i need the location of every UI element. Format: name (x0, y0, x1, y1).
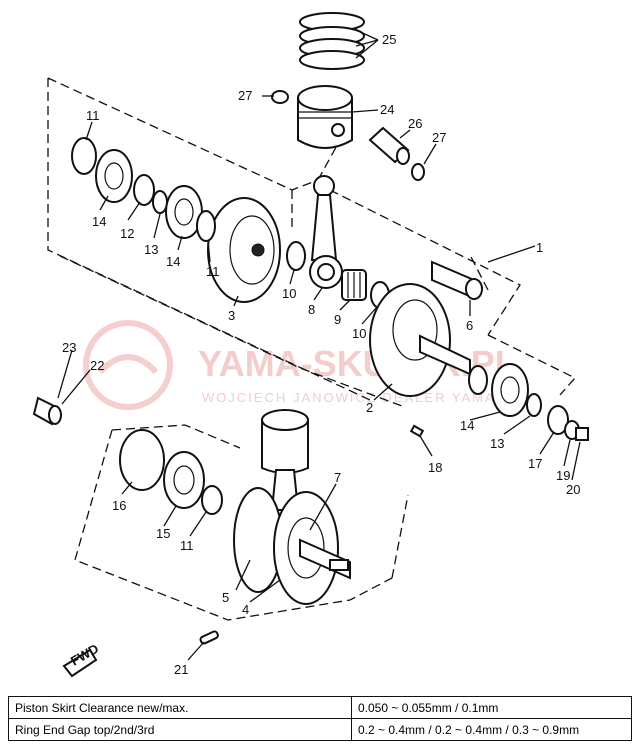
piston-pin (368, 126, 410, 165)
shim-13a (152, 190, 168, 214)
callout-14a: 14 (92, 214, 106, 229)
shim-13b (526, 393, 542, 417)
callout-15: 15 (156, 526, 170, 541)
spec-label: Piston Skirt Clearance new/max. (8, 696, 352, 719)
callout-25: 25 (382, 32, 396, 47)
callout-10a: 10 (282, 286, 296, 301)
key-21 (199, 630, 219, 645)
spec-value: 0.2 ~ 0.4mm / 0.2 ~ 0.4mm / 0.3 ~ 0.9mm (351, 718, 632, 741)
bush-22 (32, 396, 62, 426)
oil-seal-11a (71, 137, 97, 175)
callout-20: 20 (566, 482, 580, 497)
callout-11a: 11 (86, 108, 100, 123)
watermark: YAMA-SKUTER.PL WOJCIECH JANOWICZ DEALER … (83, 320, 518, 410)
collar-12 (133, 174, 155, 206)
spec-value: 0.050 ~ 0.055mm / 0.1mm (351, 696, 632, 719)
assembly-outline-lower (74, 424, 409, 621)
piston-pin-clip-left (271, 90, 289, 104)
oil-seal-11c (201, 485, 223, 515)
spec-label: Ring End Gap top/2nd/3rd (8, 718, 352, 741)
callout-27b: 27 (432, 130, 446, 145)
callout-12: 12 (120, 226, 134, 241)
callout-13b: 13 (490, 436, 504, 451)
crankshaft-assembly (233, 409, 351, 605)
callout-14c: 14 (460, 418, 474, 433)
callout-5: 5 (222, 590, 229, 605)
crank-wheel-left (207, 197, 281, 303)
bearing-14c (491, 363, 529, 417)
callout-9: 9 (334, 312, 341, 327)
callout-21: 21 (174, 662, 188, 677)
key-18 (409, 424, 425, 438)
piston (297, 85, 353, 149)
callout-22: 22 (90, 358, 104, 373)
table-row: Ring End Gap top/2nd/3rd 0.2 ~ 0.4mm / 0… (8, 718, 632, 741)
spacer-17 (547, 405, 569, 435)
callout-1: 1 (536, 240, 543, 255)
table-row: Piston Skirt Clearance new/max. 0.050 ~ … (8, 696, 632, 719)
needle-bearing (341, 269, 367, 301)
oil-seal-11b (196, 210, 216, 242)
callout-3: 3 (228, 308, 235, 323)
spec-table: Piston Skirt Clearance new/max. 0.050 ~ … (8, 696, 632, 741)
callout-10b: 10 (352, 326, 366, 341)
watermark-subtitle: WOJCIECH JANOWICZ DEALER YAMAHA (202, 390, 518, 405)
thrust-washer-10a (286, 241, 306, 271)
bearing-14a (95, 149, 133, 203)
callout-18: 18 (428, 460, 442, 475)
connecting-rod (309, 175, 343, 289)
crankshaft-piston-exploded-diagram: YAMA-SKUTER.PL WOJCIECH JANOWICZ DEALER … (32, 12, 589, 678)
callout-2: 2 (366, 400, 373, 415)
callout-6: 6 (466, 318, 473, 333)
callout-26: 26 (408, 116, 422, 131)
callout-17: 17 (528, 456, 542, 471)
callout-16: 16 (112, 498, 126, 513)
bearing-15 (163, 451, 205, 509)
callout-27a: 27 (238, 88, 252, 103)
callout-13a: 13 (144, 242, 158, 257)
callout-19: 19 (556, 468, 570, 483)
fwd-arrow-icon: FWD (62, 641, 101, 678)
callout-24: 24 (380, 102, 394, 117)
callout-7: 7 (334, 470, 341, 485)
watermark-logo-icon (83, 320, 173, 410)
callout-8: 8 (308, 302, 315, 317)
bearing-14b (165, 185, 203, 239)
callout-11b: 11 (206, 264, 220, 279)
callout-23: 23 (62, 340, 76, 355)
callout-14b: 14 (166, 254, 180, 269)
piston-pin-clip-right (411, 163, 425, 181)
piston-rings (299, 12, 365, 70)
right-washer (468, 365, 488, 395)
leader-lines (57, 29, 581, 661)
callout-4: 4 (242, 602, 249, 617)
crank-pin-6 (431, 260, 483, 300)
nut-20 (575, 427, 589, 441)
assembly-outline-upper (47, 77, 577, 407)
callouts: 1 2 3 4 5 6 7 8 9 10 10 11 11 11 12 13 1… (62, 32, 580, 677)
circlip-16 (119, 429, 165, 491)
callout-11c: 11 (180, 538, 194, 553)
